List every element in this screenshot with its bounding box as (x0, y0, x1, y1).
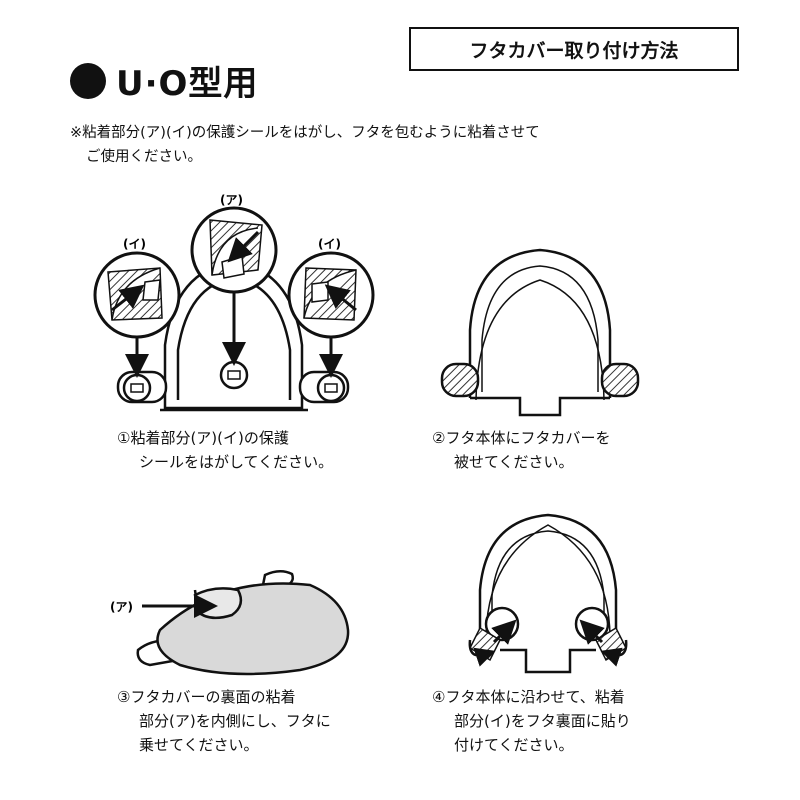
step-3-caption: ③フタカバーの裏面の粘着 部分(ア)を内側にし、フタに 乗せてください。 (117, 685, 331, 757)
model-heading-text: U·O型用 (116, 64, 259, 104)
usage-note-line-1: ※粘着部分(ア)(イ)の保護シールをはがし、フタを包むように粘着させて (70, 125, 540, 141)
figure-step-1 (93, 206, 375, 412)
figure-step-2 (440, 248, 640, 417)
step-1-line-2: シールをはがしてください。 (139, 453, 334, 471)
step-4-line-2: 部分(イ)をフタ裏面に貼り (454, 712, 631, 730)
label-i-fig1-right: (イ) (318, 237, 341, 251)
step-1-caption: ①粘着部分(ア)(イ)の保護 シールをはがしてください。 (117, 426, 333, 474)
step-3-line-3: 乗せてください。 (139, 736, 259, 754)
usage-note: ※粘着部分(ア)(イ)の保護シールをはがし、フタを包むように粘着させて ご使用く… (70, 121, 710, 169)
usage-note-line-2: ご使用ください。 (86, 149, 202, 165)
step-2-line-2: 被せてください。 (454, 453, 574, 471)
method-title: フタカバー取り付け方法 (469, 39, 679, 62)
label-i-fig1-left: (イ) (123, 237, 146, 251)
step-4-line-3: 付けてください。 (454, 736, 574, 754)
step-2-line-1: ②フタ本体にフタカバーを (432, 429, 611, 447)
step-1-line-1: ①粘着部分(ア)(イ)の保護 (117, 429, 289, 447)
figure-step-3 (136, 570, 350, 676)
method-title-box: フタカバー取り付け方法 (409, 27, 739, 71)
label-a-fig3: (ア) (110, 600, 133, 614)
label-a-fig1: (ア) (220, 193, 243, 207)
bullet-dot-icon (70, 62, 106, 99)
figure-step-4 (468, 513, 628, 674)
model-heading: U·O型用 (70, 56, 258, 105)
step-4-caption: ④フタ本体に沿わせて、粘着 部分(イ)をフタ裏面に貼り 付けてください。 (432, 685, 631, 757)
step-3-line-1: ③フタカバーの裏面の粘着 (117, 688, 296, 706)
step-4-line-1: ④フタ本体に沿わせて、粘着 (432, 688, 625, 706)
step-3-line-2: 部分(ア)を内側にし、フタに (139, 712, 331, 730)
step-2-caption: ②フタ本体にフタカバーを 被せてください。 (432, 426, 610, 474)
